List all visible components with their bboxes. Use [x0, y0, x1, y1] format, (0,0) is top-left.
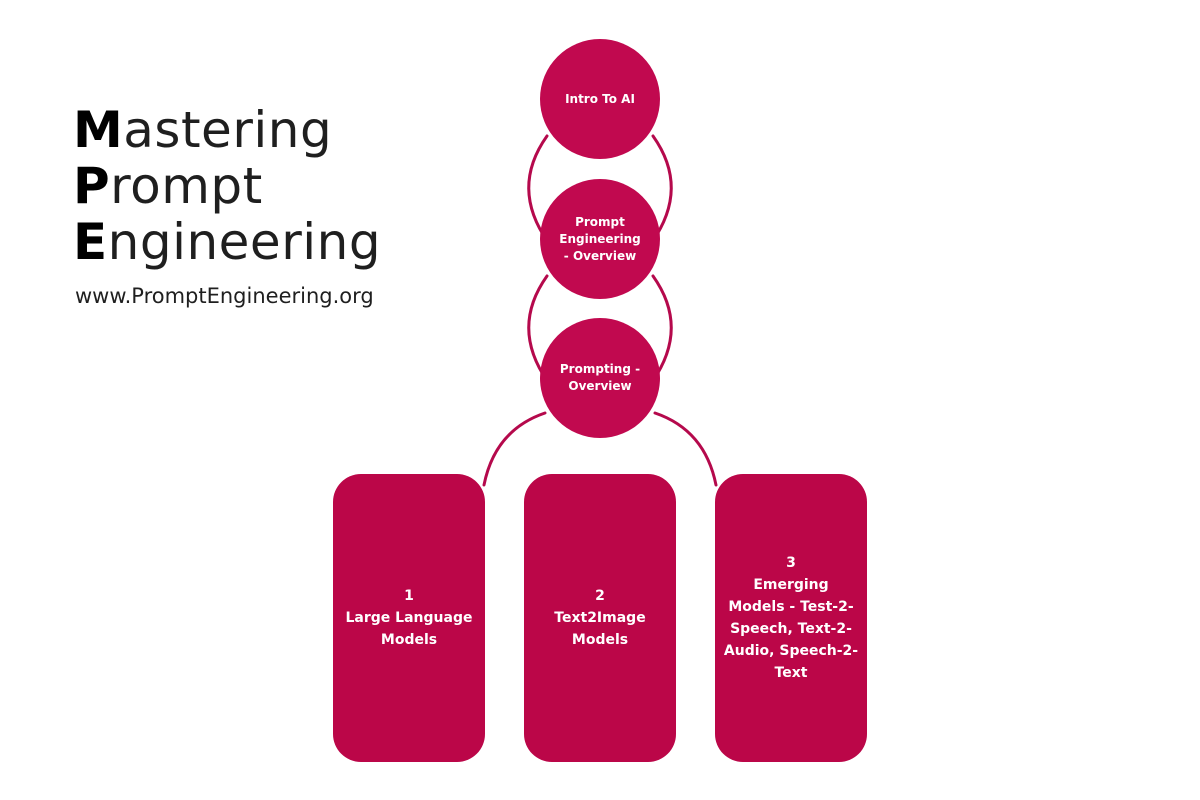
connector-prompting-llm: [482, 411, 547, 487]
website-url: www.PromptEngineering.org: [75, 284, 374, 308]
title-line-engineering: Engineering: [73, 214, 381, 270]
title-initial: P: [73, 157, 111, 215]
node-intro-to-ai: Intro To AI: [540, 39, 660, 159]
branch-emerging-models: 3 Emerging Models - Test-2-Speech, Text-…: [715, 474, 867, 762]
branch-number: 3: [786, 555, 796, 571]
branch-number: 2: [595, 588, 605, 604]
title-initial: M: [73, 101, 124, 159]
title-word-rest: ngineering: [107, 213, 382, 271]
title-line-prompt: Prompt: [73, 158, 381, 214]
title-line-mastering: Mastering: [73, 102, 381, 158]
title-word-rest: rompt: [110, 157, 263, 215]
page-title: Mastering Prompt Engineering: [73, 102, 381, 270]
branch-label: Text2Image Models: [554, 610, 646, 648]
branch-text2image-models: 2 Text2Image Models: [524, 474, 676, 762]
branch-large-language-models: 1 Large Language Models: [333, 474, 485, 762]
node-prompting-overview: Prompting - Overview: [540, 318, 660, 438]
title-word-rest: astering: [123, 101, 333, 159]
branch-label: Large Language Models: [345, 610, 473, 648]
node-label: Prompting - Overview: [559, 362, 641, 393]
branch-number: 1: [404, 588, 414, 604]
node-prompt-engineering-overview: Prompt Engineering - Overview: [540, 179, 660, 299]
connector-prompting-emerging: [653, 411, 718, 487]
node-label: Intro To AI: [565, 91, 635, 106]
node-label: Prompt Engineering - Overview: [559, 214, 641, 263]
branch-label: Emerging Models - Test-2-Speech, Text-2-…: [723, 577, 859, 681]
title-initial: E: [73, 213, 108, 271]
